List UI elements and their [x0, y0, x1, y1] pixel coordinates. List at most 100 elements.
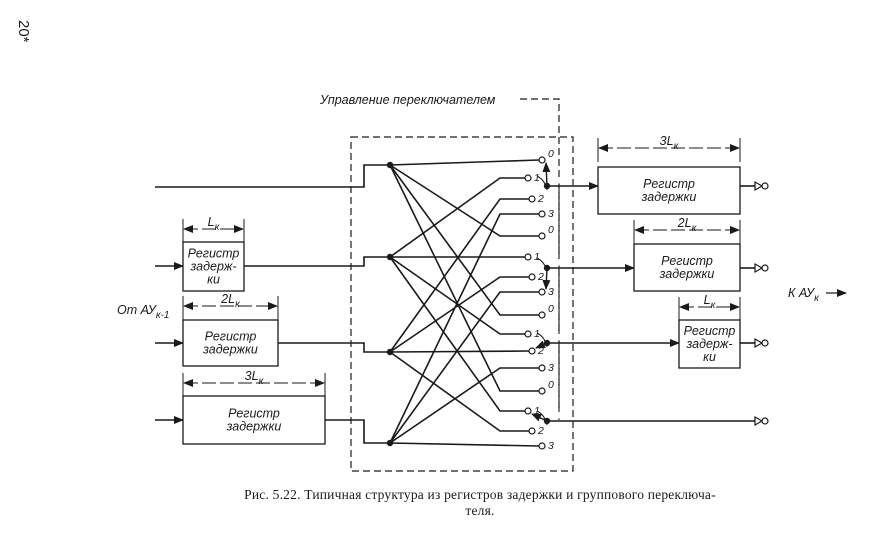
- input-dimension-3-label: 3Lк: [245, 369, 265, 387]
- crossbar-wire-3-3: [389, 442, 540, 447]
- junction-3: [386, 439, 394, 447]
- switch-contact-3-3[interactable]: [538, 442, 546, 450]
- switch-contact-0-0[interactable]: [538, 156, 546, 164]
- junction-1: [386, 253, 394, 261]
- input-register-3-text: Регистр: [228, 407, 280, 421]
- switch-position-label-2-0: 0: [548, 303, 554, 315]
- switch-contact-1-2[interactable]: [528, 273, 536, 281]
- switch-position-label-2-3: 3: [548, 362, 554, 374]
- switch-position-label-2-1: 1: [534, 328, 540, 340]
- control-label: Управление переключателем: [319, 93, 496, 107]
- switch-contact-1-3[interactable]: [538, 288, 546, 296]
- output-register-0-text: Регистр: [643, 177, 695, 191]
- switch-contact-2-0[interactable]: [538, 311, 546, 319]
- switch-contact-0-1[interactable]: [524, 174, 532, 182]
- output-dimension-1-label: 2Lк: [677, 216, 698, 234]
- switch-contact-0-3[interactable]: [538, 210, 546, 218]
- switch-contact-3-2[interactable]: [528, 427, 536, 435]
- input-register-1-box: [182, 241, 245, 292]
- switch-position-label-3-1: 1: [534, 405, 540, 417]
- switch-position-label-1-2: 2: [537, 271, 544, 283]
- input-register-3-text: задержки: [226, 420, 282, 434]
- crossbar-wire-2-3: [389, 367, 539, 444]
- switch-pivot-2: [543, 339, 551, 347]
- switch-position-label-1-0: 0: [548, 224, 554, 236]
- junction-0: [386, 161, 394, 169]
- crossbar-wire-0-2: [389, 198, 529, 353]
- caption-line-1: Рис. 5.22. Типичная структура из регистр…: [244, 487, 716, 502]
- output-register-0-box: [597, 166, 741, 215]
- crossbar-wire-0-3: [389, 213, 539, 444]
- input-dimension-1-label: Lк: [208, 215, 221, 233]
- output-terminal-1-arrow: [754, 262, 764, 274]
- switch-position-label-0-2: 2: [537, 193, 544, 205]
- switch-position-label-3-3: 3: [548, 440, 554, 452]
- output-register-2-text: задерж-: [685, 337, 732, 351]
- switch-contact-2-1[interactable]: [524, 330, 532, 338]
- input-dimension-2-label: 2Lк: [220, 292, 241, 310]
- output-dimension-0-label: 3Lк: [660, 134, 680, 152]
- crossbar-wire-0-0: [389, 159, 540, 166]
- junction-2: [386, 348, 394, 356]
- output-register-2-text: Регистр: [684, 324, 736, 338]
- switch-position-label-0-1: 1: [534, 172, 540, 184]
- switch-contact-3-0[interactable]: [538, 387, 546, 395]
- crossbar-wire-3-2: [389, 351, 529, 432]
- caption-line-2: теля.: [465, 503, 495, 518]
- input-register-1-text: Регистр: [188, 247, 240, 261]
- output-terminal-1[interactable]: [761, 264, 769, 272]
- output-register-0-text: задержки: [641, 190, 697, 204]
- output-terminal-3[interactable]: [761, 417, 769, 425]
- input-line-2: [278, 342, 390, 353]
- crossbar-wire-2-0: [389, 164, 539, 316]
- input-terminal-2[interactable]: [149, 340, 155, 346]
- input-register-2-text: Регистр: [205, 330, 257, 344]
- output-register-2-box: [678, 319, 741, 369]
- input-terminal-3[interactable]: [149, 417, 155, 423]
- output-terminal-0-arrow: [754, 180, 764, 192]
- switch-contact-1-0[interactable]: [538, 232, 546, 240]
- switch-position-label-1-1: 1: [534, 251, 540, 263]
- output-register-1-box: [633, 243, 741, 292]
- switch-contact-3-1[interactable]: [524, 407, 532, 415]
- switch-wiper-0: [542, 162, 551, 187]
- control-tap-3: [555, 412, 563, 419]
- output-register-2-text: ки: [703, 350, 716, 364]
- crossbar-wire-2-1: [389, 256, 525, 335]
- input-terminal-1[interactable]: [149, 263, 155, 269]
- input-terminal-0[interactable]: [149, 184, 155, 190]
- output-dimension-2-label: Lк: [704, 293, 717, 311]
- switch-pivot-0: [543, 182, 551, 190]
- output-terminal-3-arrow: [754, 415, 764, 427]
- switch-position-label-3-0: 0: [548, 379, 554, 391]
- figure-caption: Рис. 5.22. Типичная структура из регистр…: [175, 487, 785, 519]
- output-terminal-0[interactable]: [761, 182, 769, 190]
- switch-contact-0-2[interactable]: [528, 195, 536, 203]
- switch-pivot-1: [543, 264, 551, 272]
- crossbar-wire-1-0: [389, 164, 539, 237]
- switch-position-label-0-0: 0: [548, 148, 554, 160]
- crossbar-wire-1-2: [389, 276, 529, 353]
- switch-contact-1-1[interactable]: [524, 253, 532, 261]
- switch-position-label-3-2: 2: [537, 425, 544, 437]
- crossbar-wire-0-1: [389, 177, 525, 258]
- crossbar-wire-3-0: [389, 164, 539, 392]
- crossbar-wire-2-2: [389, 350, 530, 353]
- output-terminal-2[interactable]: [761, 339, 769, 347]
- input-register-1-text: задерж-: [189, 260, 236, 274]
- crossbar-wire-3-1: [389, 256, 525, 412]
- input-line-3: [325, 419, 390, 444]
- switch-position-label-1-3: 3: [548, 286, 554, 298]
- output-terminal-2-arrow: [754, 337, 764, 349]
- input-register-1-text: ки: [207, 273, 220, 287]
- input-register-2-box: [182, 319, 279, 367]
- output-register-1-text: задержки: [659, 267, 715, 281]
- control-tap-0: [555, 177, 563, 184]
- destination-label: К АУк: [788, 286, 820, 304]
- switch-position-label-0-3: 3: [548, 208, 554, 220]
- switch-contact-2-3[interactable]: [538, 364, 546, 372]
- input-register-2-text: задержки: [202, 343, 258, 357]
- output-register-1-text: Регистр: [661, 254, 713, 268]
- switch-contact-2-2[interactable]: [528, 347, 536, 355]
